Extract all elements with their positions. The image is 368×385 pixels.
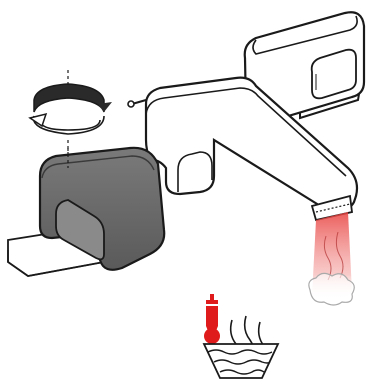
heated-water-stream <box>308 212 355 306</box>
thermometer <box>204 294 220 344</box>
rotation-arrow <box>28 70 112 180</box>
hot-water-basin <box>202 315 280 379</box>
faucet-body <box>127 76 359 222</box>
base-cover-dark <box>7 146 166 277</box>
